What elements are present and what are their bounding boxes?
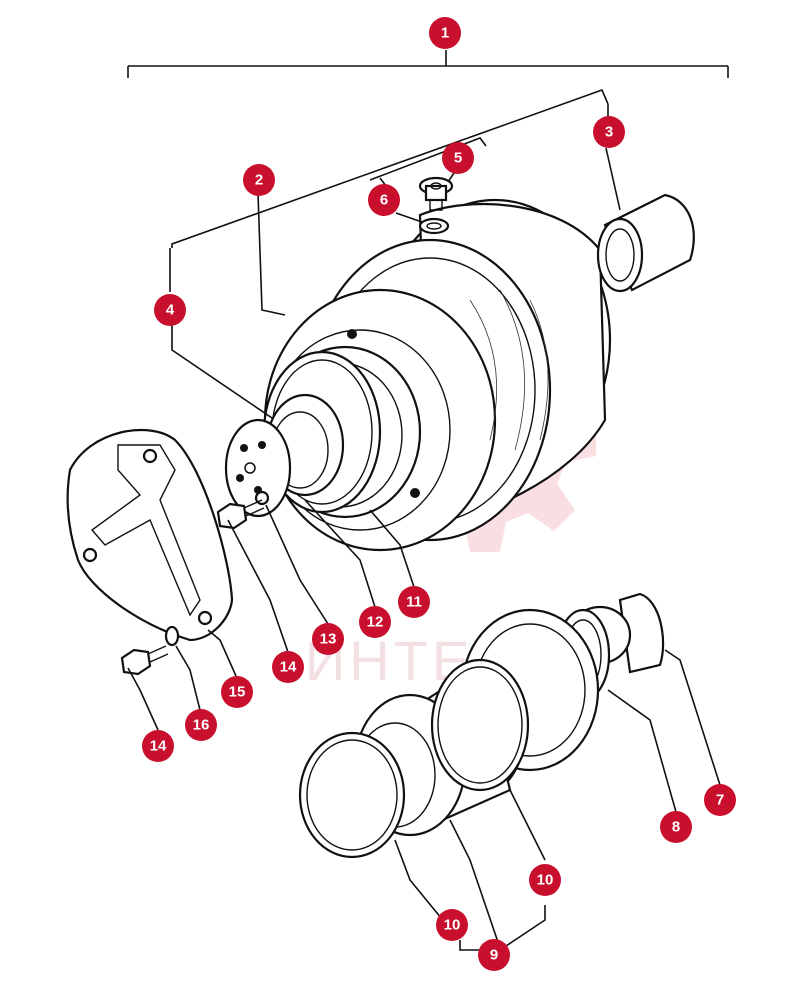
callout-3: 3 <box>593 116 625 148</box>
callout-12: 12 <box>359 606 391 638</box>
end-cover-15 <box>66 428 234 642</box>
bushing-3 <box>596 193 695 293</box>
callout-13: 13 <box>312 623 344 655</box>
svg-text:1: 1 <box>441 25 449 42</box>
collar-12 <box>224 393 345 518</box>
callout-1: 1 <box>429 17 461 49</box>
callout-9: 9 <box>478 939 510 971</box>
bolt-14-upper <box>216 490 270 530</box>
svg-text:5: 5 <box>454 150 462 167</box>
svg-text:6: 6 <box>380 192 388 209</box>
callout-16: 16 <box>185 709 217 741</box>
o-ring-10-left <box>298 731 406 859</box>
sub-bracket <box>169 88 609 292</box>
svg-text:14: 14 <box>280 659 297 676</box>
callout-2: 2 <box>243 164 275 196</box>
svg-text:16: 16 <box>193 717 210 734</box>
callout-10-lower: 10 <box>436 909 468 941</box>
leader-lines <box>127 147 721 951</box>
plug-5 <box>418 176 454 211</box>
svg-text:12: 12 <box>367 614 384 631</box>
svg-text:14: 14 <box>150 738 167 755</box>
svg-text:7: 7 <box>716 792 724 809</box>
svg-text:8: 8 <box>672 819 680 836</box>
svg-text:3: 3 <box>605 124 613 141</box>
svg-text:10: 10 <box>537 872 554 889</box>
svg-text:4: 4 <box>166 302 175 319</box>
assembly-bracket <box>127 50 729 78</box>
svg-text:13: 13 <box>320 631 337 648</box>
callout-7: 7 <box>704 784 736 816</box>
callout-14-upper: 14 <box>272 651 304 683</box>
bolt-14-lower <box>120 625 180 676</box>
callout-4: 4 <box>154 294 186 326</box>
svg-text:10: 10 <box>444 917 461 934</box>
callout-14-lower: 14 <box>142 730 174 762</box>
callout-5: 5 <box>442 142 474 174</box>
callout-15: 15 <box>221 676 253 708</box>
callout-11: 11 <box>398 586 430 618</box>
callout-6: 6 <box>368 184 400 216</box>
callout-10-upper: 10 <box>529 864 561 896</box>
o-ring-10-right <box>430 658 530 792</box>
callout-8: 8 <box>660 811 692 843</box>
svg-text:2: 2 <box>255 172 263 189</box>
svg-text:11: 11 <box>406 594 422 611</box>
washer-6 <box>418 217 450 235</box>
svg-text:15: 15 <box>229 684 246 701</box>
svg-text:9: 9 <box>490 947 498 964</box>
